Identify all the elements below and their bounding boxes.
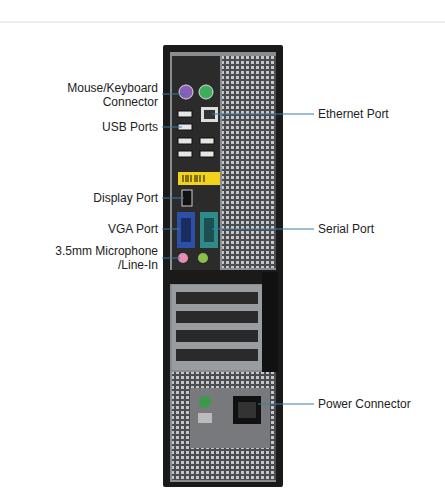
top-rule xyxy=(0,22,445,23)
callout-label: Power Connector xyxy=(318,397,411,411)
psu-vent xyxy=(172,372,276,480)
serial-port xyxy=(200,212,218,248)
vga-port xyxy=(177,212,195,248)
divider xyxy=(170,270,276,284)
io-panel xyxy=(172,56,220,270)
barcode xyxy=(183,175,204,182)
psu-plate xyxy=(190,388,270,448)
serial-socket xyxy=(204,218,214,242)
slot-covers xyxy=(176,292,258,361)
callout-label: 3.5mm Microphone /Line-In xyxy=(50,244,158,272)
power-connector xyxy=(233,396,261,424)
power-socket xyxy=(238,402,256,418)
ps2-mouse-port xyxy=(179,85,193,99)
vent-grille xyxy=(222,56,276,268)
callout-label: VGA Port xyxy=(108,222,158,236)
expansion-area xyxy=(172,285,262,370)
ps2-keyboard-port xyxy=(199,85,213,99)
vga-socket xyxy=(181,218,191,242)
side-latch xyxy=(262,272,278,372)
line-in-jack xyxy=(198,253,208,263)
psu-switch xyxy=(198,413,212,423)
case-frame xyxy=(163,45,283,487)
callout-label: Ethernet Port xyxy=(318,107,389,121)
psu-indicator xyxy=(199,396,211,408)
usb-ports xyxy=(178,111,214,157)
back-panel xyxy=(170,52,276,482)
callout-label: Mouse/Keyboard Connector xyxy=(63,81,158,109)
barcode-sticker xyxy=(178,172,220,185)
callout-label: USB Ports xyxy=(102,120,158,134)
leader-lines xyxy=(162,94,314,404)
callout-label: Serial Port xyxy=(318,222,374,236)
callout-label: Display Port xyxy=(93,191,158,205)
